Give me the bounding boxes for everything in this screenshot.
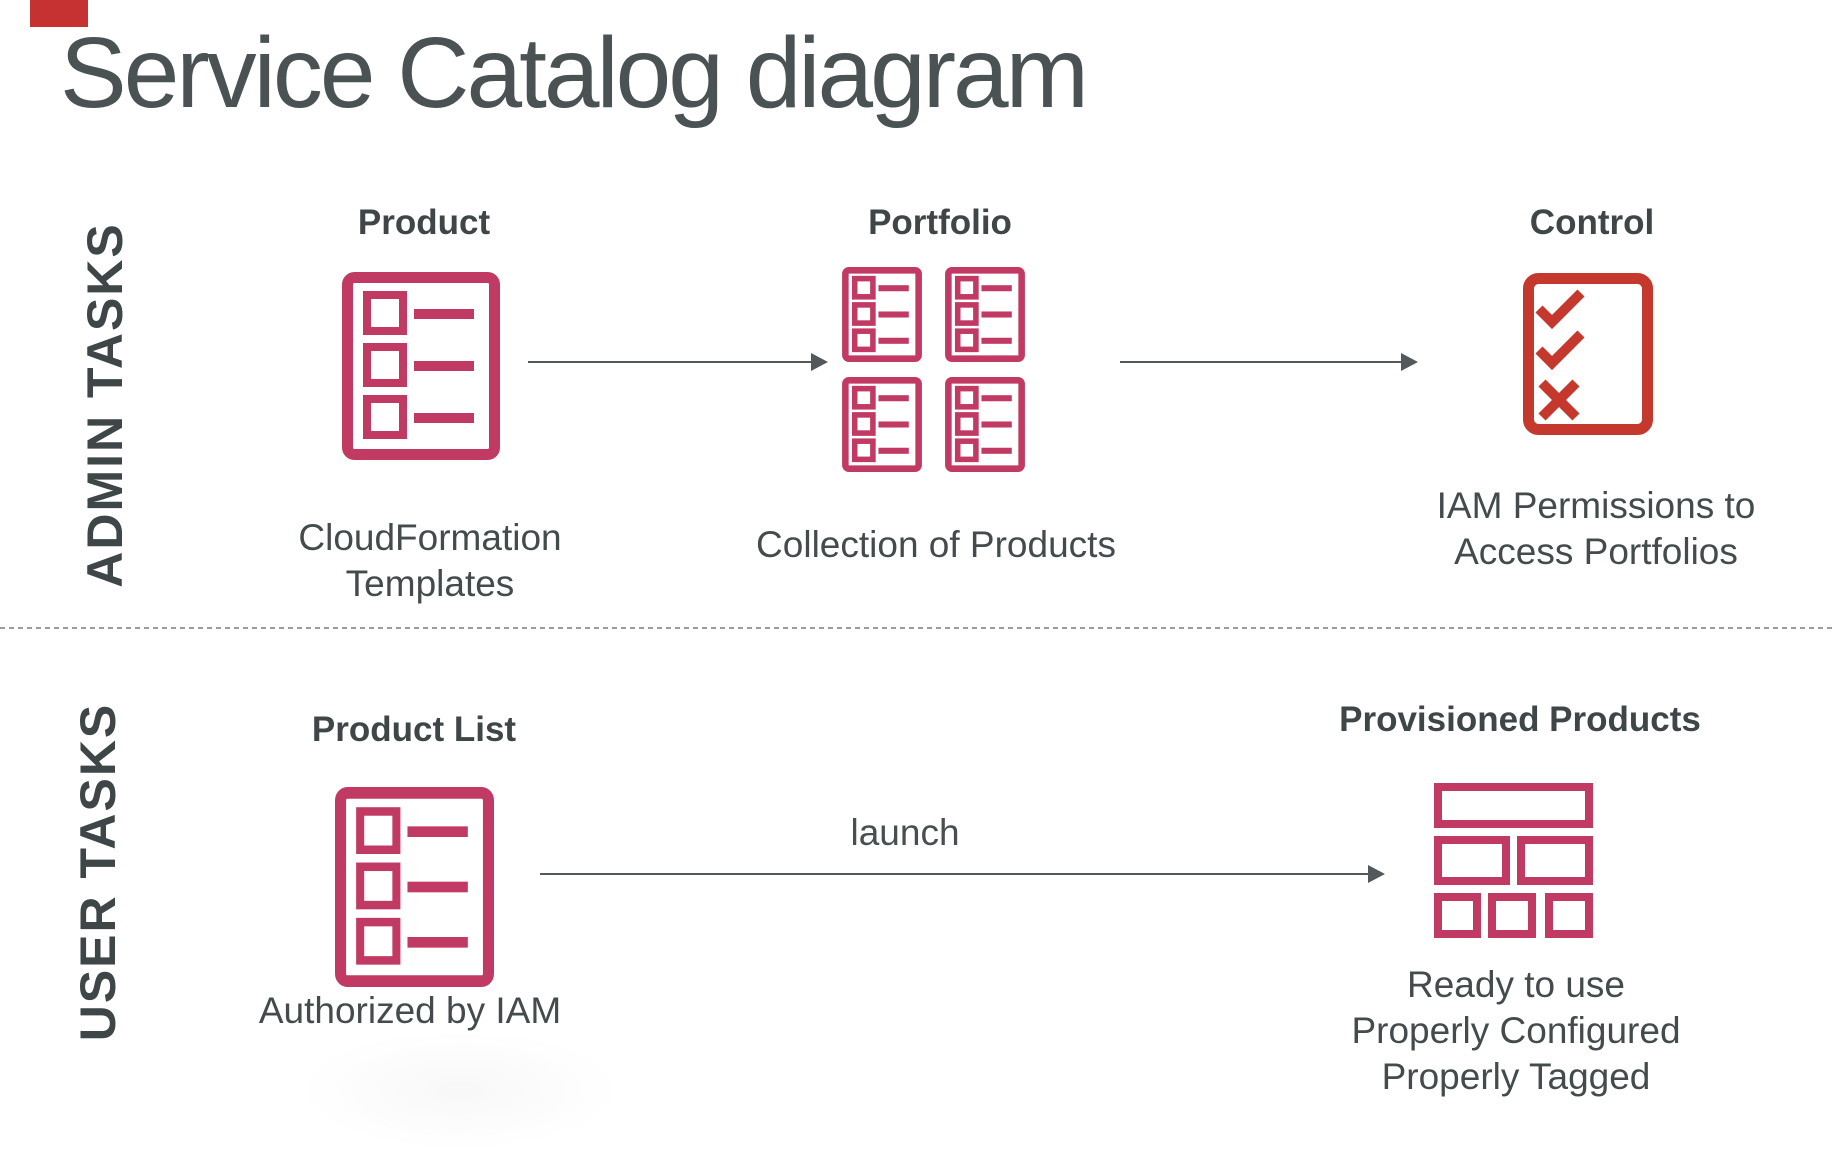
user-row-label: USER TASKS (70, 702, 126, 1042)
caption-line: Access Portfolios (1454, 531, 1738, 572)
portfolio-icon-grid (842, 267, 1025, 472)
list-document-icon (335, 787, 494, 987)
arrow-head (1401, 353, 1418, 371)
caption-line: Properly Tagged (1381, 1056, 1651, 1097)
list-document-icon (945, 377, 1025, 472)
arrow-head (1368, 865, 1385, 883)
accent-bar (30, 0, 88, 27)
arrow-line (540, 873, 1371, 875)
control-heading: Control (1529, 203, 1655, 242)
list-document-icon (842, 267, 922, 362)
page-title: Service Catalog diagram (60, 17, 1089, 129)
provisioned-icon (1434, 783, 1593, 938)
product-list-heading: Product List (311, 710, 517, 749)
arrow-head (811, 353, 828, 371)
caption-line: IAM Permissions to (1436, 485, 1756, 526)
provisioned-caption: Ready to use Properly Configured Properl… (1351, 962, 1680, 1100)
admin-row-label: ADMIN TASKS (77, 222, 133, 588)
launch-label: launch (850, 812, 960, 853)
portfolio-caption: Collection of Products (756, 524, 1116, 565)
list-document-icon (945, 267, 1025, 362)
product-list-caption: Authorized by IAM (258, 990, 562, 1031)
list-document-icon (342, 272, 500, 460)
section-divider (0, 627, 1832, 629)
product-heading: Product (357, 203, 491, 242)
provisioned-heading: Provisioned Products (1339, 700, 1701, 739)
bricks-icon (1434, 783, 1593, 938)
faint-smudge (300, 1030, 620, 1150)
list-document-icon (842, 377, 922, 472)
caption-line: Properly Configured (1351, 1010, 1681, 1051)
arrow-line (1120, 361, 1404, 363)
control-caption: IAM Permissions to Access Portfolios (1437, 483, 1756, 575)
product-icon (342, 272, 500, 460)
caption-line: Templates (345, 563, 515, 604)
product-list-icon (335, 787, 494, 987)
product-caption: CloudFormation Templates (298, 515, 561, 607)
caption-line: Ready to use (1406, 964, 1626, 1005)
arrow-line (528, 361, 814, 363)
portfolio-heading: Portfolio (868, 203, 1012, 242)
caption-line: CloudFormation (298, 517, 562, 558)
checklist-icon (1523, 273, 1653, 435)
control-icon (1523, 273, 1653, 435)
